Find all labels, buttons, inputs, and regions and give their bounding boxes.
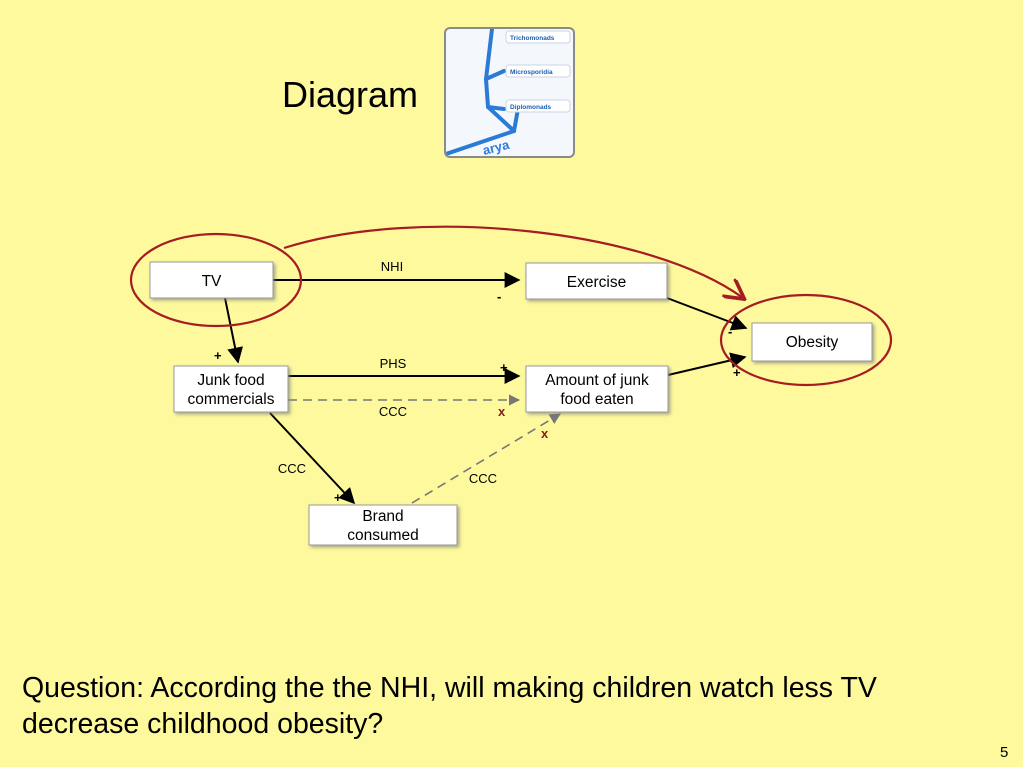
svg-text:food eaten: food eaten [560,391,633,408]
edge-amount-obesity [667,352,747,376]
node-junk-food-commercials: Junk food commercials [173,365,289,413]
edge-label-phs: PHS [380,356,407,371]
edge-label-ccc-junk-brand: CCC [278,461,306,476]
highlight-ellipse-tv [129,232,303,328]
node-exercise: Exercise [525,262,668,300]
thumbnail-labels: Trichomonads Microsporidia Diplomonads a… [481,30,571,156]
sign-junk-brand: + [334,490,342,505]
node-tv: TV [149,261,274,299]
svg-text:Exercise: Exercise [567,274,626,291]
slide-title: Diagram [282,74,419,115]
edge-label-ccc-dashed: CCC [379,404,407,419]
x-mark-dashed: x [498,404,506,419]
edge-exercise-obesity [666,297,748,331]
svg-text:commercials: commercials [188,391,275,408]
edge-label-ccc-brand-amount: CCC [469,471,497,486]
edge-tv-junk [224,297,243,364]
question-text: Question: According the the NHI, will ma… [22,672,877,740]
node-amount-junk-food: Amount of junk food eaten [525,365,669,413]
svg-text:Obesity: Obesity [786,334,839,351]
svg-text:Amount of junk: Amount of junk [545,372,649,389]
x-mark-brand: x [541,426,549,441]
svg-text:Brand: Brand [362,508,403,525]
svg-text:TV: TV [202,273,222,290]
sign-exercise-obesity: - [728,324,732,339]
svg-text:Junk food: Junk food [197,372,264,389]
thumb-label-1: Trichomonads [510,35,555,42]
thumb-label-2: Microsporidia [510,69,553,76]
sign-tv-junk: + [214,348,222,363]
edge-junk-brand [269,412,356,505]
node-brand-consumed: Brand consumed [308,504,458,546]
thumb-bottom-text: arya [481,137,511,156]
phylogeny-thumbnail: Trichomonads Microsporidia Diplomonads a… [444,27,575,158]
sign-junk-amount: + [500,360,508,375]
edge-brand-amount-dashed [411,413,561,504]
sign-amount-obesity: + [733,365,741,380]
highlight-ellipse-obesity [719,293,893,387]
node-obesity: Obesity [751,322,873,362]
page-number: 5 [1000,744,1009,761]
edge-label-nhi: NHI [381,259,403,274]
thumb-label-3: Diplomonads [510,104,552,111]
sign-tv-exercise: - [497,289,501,304]
svg-text:consumed: consumed [347,527,419,544]
highlight-arrow-tv-obesity [283,225,743,298]
